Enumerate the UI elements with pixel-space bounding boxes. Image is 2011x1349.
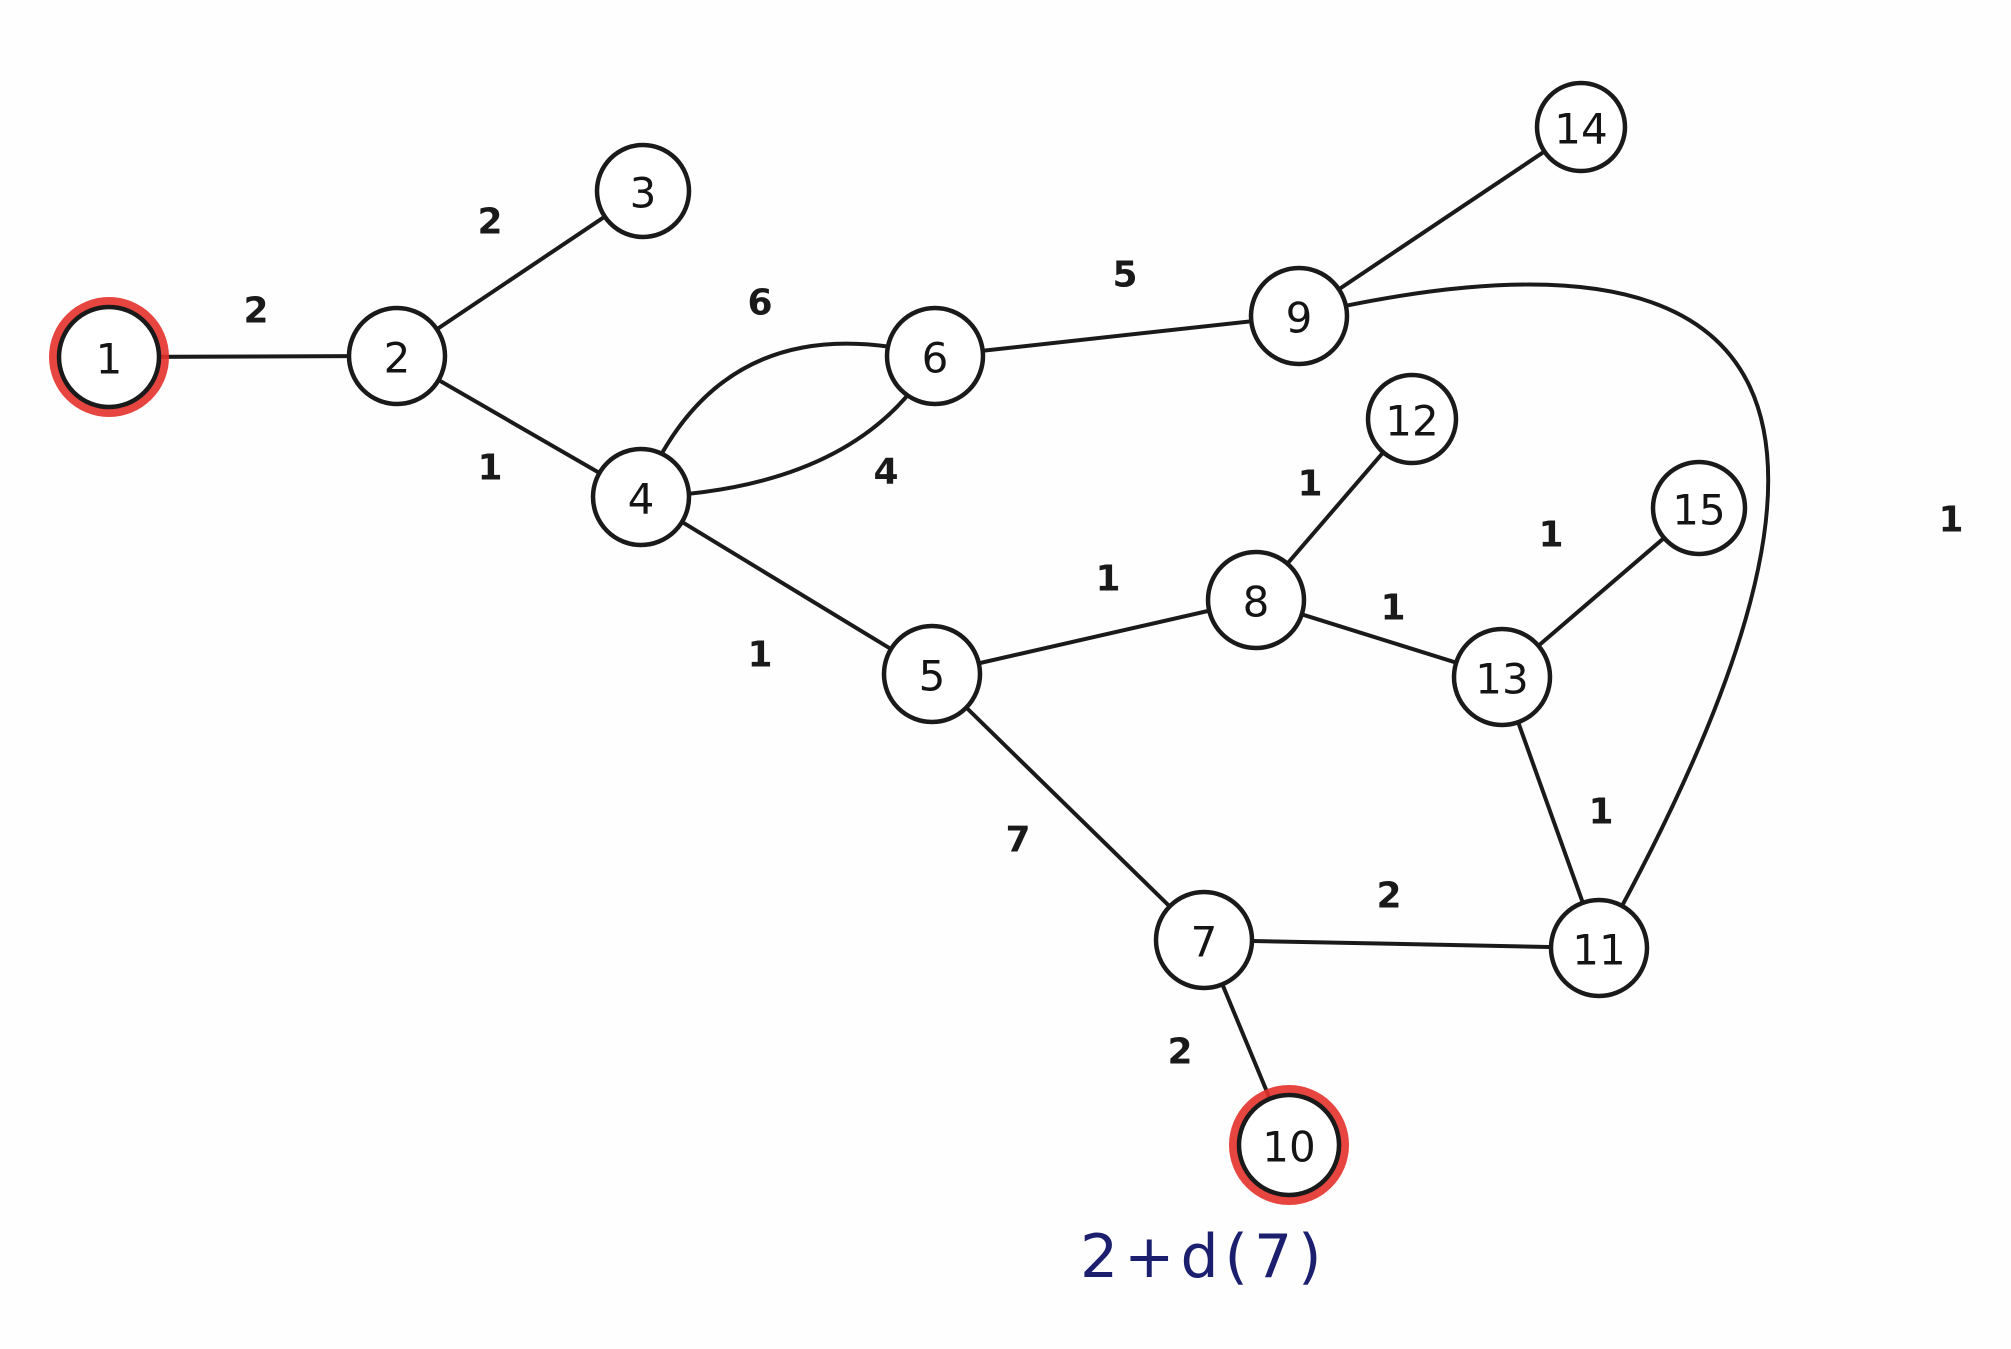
node-11-circle xyxy=(1548,897,1650,999)
node-3-circle xyxy=(594,142,692,240)
node-14-label: 14 xyxy=(1554,105,1607,154)
node-1-circle xyxy=(56,304,162,410)
edge-9-11 xyxy=(1297,282,1771,950)
node-1-label: 1 xyxy=(96,335,123,384)
node-2-label: 2 xyxy=(384,334,411,383)
node-14: 14 xyxy=(1534,80,1628,174)
node-6: 6 xyxy=(884,305,986,407)
edge-weight-5-8: 1 xyxy=(1095,559,1120,600)
edge-5-7 xyxy=(930,672,1206,942)
node-11: 11 xyxy=(1548,897,1650,999)
node-9: 9 xyxy=(1248,265,1350,367)
node-12-circle xyxy=(1365,372,1459,466)
edge-weight-4-5: 1 xyxy=(747,635,772,676)
edge-weight-1-2: 2 xyxy=(243,291,268,332)
node-3: 3 xyxy=(594,142,692,240)
node-5: 5 xyxy=(881,623,983,725)
node-6-label: 6 xyxy=(922,334,949,383)
edge-weight-8-13: 1 xyxy=(1380,588,1405,629)
node-13: 13 xyxy=(1451,626,1553,728)
edge-weight-13-15: 1 xyxy=(1538,515,1563,556)
node-6-circle xyxy=(884,305,986,407)
edge-4-5 xyxy=(639,495,934,676)
edge-weight-5-7: 7 xyxy=(1005,820,1030,861)
edge-weight-7-11: 2 xyxy=(1376,876,1401,917)
node-8-circle xyxy=(1205,549,1307,651)
node-5-label: 5 xyxy=(919,652,946,701)
edge-4-6 xyxy=(639,341,937,499)
node-12: 12 xyxy=(1365,372,1459,466)
edge-weight-13-11: 1 xyxy=(1588,792,1613,833)
node-10-circle xyxy=(1236,1092,1342,1198)
node-15: 15 xyxy=(1650,459,1748,557)
edge-weight-2-4: 1 xyxy=(477,448,502,489)
node-4: 4 xyxy=(590,446,692,548)
node-13-label: 13 xyxy=(1475,655,1528,704)
node-13-circle xyxy=(1451,626,1553,728)
distance-annotation: 2+d(7) xyxy=(1080,1222,1328,1292)
edge-weight-8-12: 1 xyxy=(1297,464,1322,505)
edge-weight-6-9: 5 xyxy=(1112,255,1137,296)
edge-weight-7-10: 2 xyxy=(1167,1032,1192,1073)
node-12-label: 12 xyxy=(1385,397,1438,446)
node-7-label: 7 xyxy=(1191,918,1218,967)
node-2-circle xyxy=(346,305,448,407)
node-2: 2 xyxy=(346,305,448,407)
edge-7-11 xyxy=(1202,938,1601,950)
node-10-label: 10 xyxy=(1262,1123,1315,1172)
edge-weight-4-6: 4 xyxy=(873,452,898,493)
node-4-circle xyxy=(590,446,692,548)
edge-weight-4-6: 6 xyxy=(747,283,772,324)
node-3-label: 3 xyxy=(630,169,657,218)
node-11-label: 11 xyxy=(1572,926,1625,975)
edge-5-8 xyxy=(930,598,1258,676)
node-15-circle xyxy=(1650,459,1748,557)
node-7: 7 xyxy=(1153,889,1255,991)
edge-6-9 xyxy=(933,314,1301,358)
node-10: 10 xyxy=(1229,1085,1349,1205)
node-1: 1 xyxy=(49,297,169,417)
edge-9-14 xyxy=(1297,125,1583,318)
node-15-label: 15 xyxy=(1672,486,1725,535)
node-8-label: 8 xyxy=(1243,578,1270,627)
node-9-circle xyxy=(1248,265,1350,367)
edge-weight-2-3: 2 xyxy=(477,202,502,243)
node-5-circle xyxy=(881,623,983,725)
node-8: 8 xyxy=(1205,549,1307,651)
edge-weight-9-11: 1 xyxy=(1938,500,1963,541)
node-7-circle xyxy=(1153,889,1255,991)
node-4-label: 4 xyxy=(628,475,655,524)
node-9-label: 9 xyxy=(1286,294,1313,343)
node-14-circle xyxy=(1534,80,1628,174)
